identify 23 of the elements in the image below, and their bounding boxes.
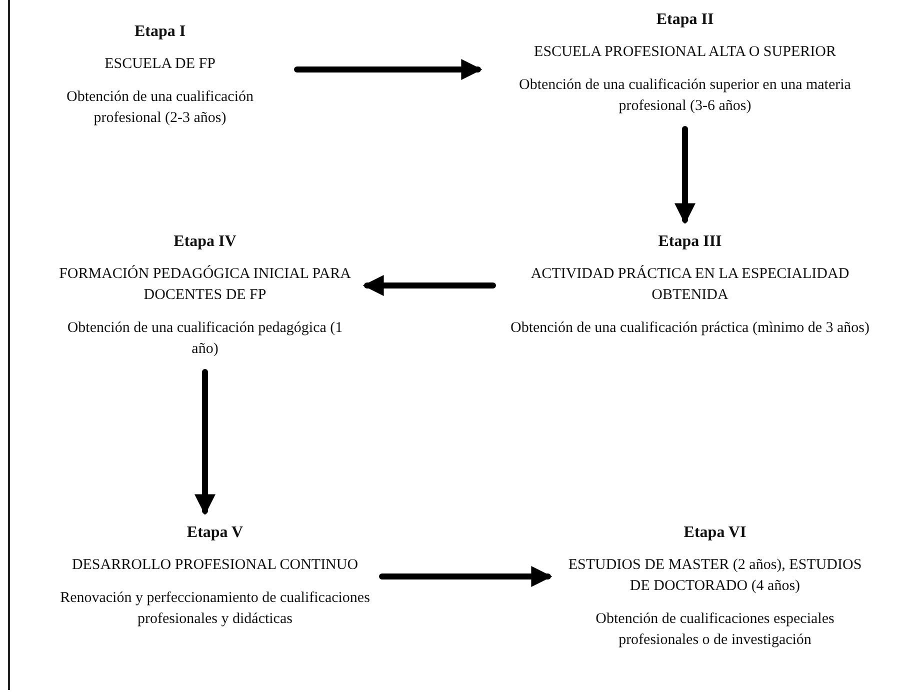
stage-heading: Etapa VI	[684, 523, 746, 543]
stage-description: Obtención de cualificaciones especiales profesionales o de investigación	[594, 610, 836, 650]
stage-name: ACTIVIDAD PRÁCTICA EN LA ESPECIALIDAD OBTENIDA	[530, 264, 850, 305]
stage-name: ESTUDIOS DE MASTER (2 años), ESTUDIOS DE DOCTORADO (4 años)	[567, 556, 863, 596]
stage-heading: Etapa III	[658, 232, 722, 252]
stage-description: Obtención de una cualificación práctica (mìnimo de 3 años)	[510, 319, 870, 338]
stage-name: DESARROLLO PROFESIONAL CONTINUO	[72, 556, 358, 575]
stage-heading: Etapa IV	[174, 232, 236, 252]
stage-name: ESCUELA PROFESIONAL ALTA O SUPERIOR	[534, 43, 836, 62]
stage-description: Obtención de una cualificación pedagógica (1 año)	[66, 319, 344, 359]
arrow	[294, 59, 482, 80]
stage-description: Obtención de una cualificación profesional (2-3 años)	[65, 88, 254, 128]
arrow	[379, 566, 552, 587]
stage-description: Renovación y perfeccionamiento de cualificaciones profesionales y didácticas	[60, 589, 370, 629]
arrow	[362, 275, 496, 296]
arrow	[674, 126, 696, 224]
stage-heading: Etapa II	[656, 10, 714, 30]
arrow	[194, 369, 216, 516]
stage-heading: Etapa I	[134, 22, 186, 42]
stage-name: ESCUELA DE FP	[104, 55, 216, 74]
stage-heading: Etapa V	[186, 523, 244, 543]
stage-description: Obtención de una cualificación superior en una materia profesional (3-6 años)	[518, 76, 852, 116]
stage-name: FORMACIÓN PEDAGÓGICA INICIAL PARA DOCENTES DE FP	[58, 264, 352, 305]
